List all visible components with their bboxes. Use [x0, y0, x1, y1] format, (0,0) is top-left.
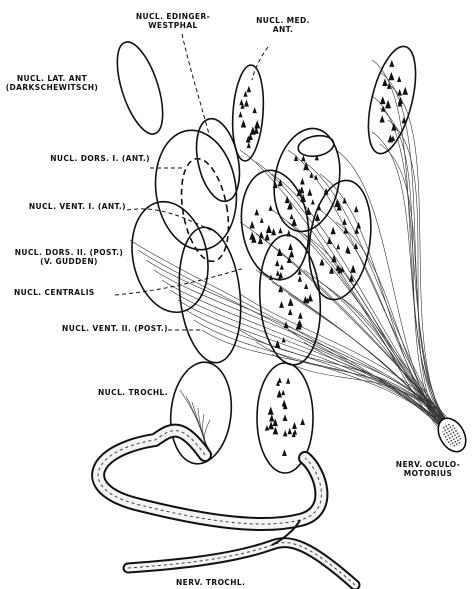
- nerve-cell: [381, 105, 385, 111]
- nerve-fibre: [178, 300, 450, 433]
- nerve-cell: [316, 204, 321, 211]
- nerve-cell: [278, 179, 283, 186]
- nerve-fibres: [130, 60, 454, 455]
- nerve-cell: [290, 214, 294, 220]
- label-nucl-trochl: NUCL. TROCHL.: [80, 388, 168, 397]
- nerve-cell: [283, 430, 288, 436]
- nerve-cell: [287, 428, 292, 434]
- label-nucl-dors-ii-post: NUCL. DORS. II. (POST.) (V. GUDDEN): [0, 248, 138, 266]
- nerve-cell: [402, 87, 408, 95]
- nerve-cell: [249, 221, 254, 229]
- label-nucl-vent-ii-post: NUCL. VENT. II. (POST.): [38, 324, 168, 333]
- nerve-cell: [330, 227, 335, 235]
- nerve-cell: [288, 298, 294, 306]
- nerve-cell: [292, 422, 297, 429]
- nerve-cell: [350, 265, 356, 273]
- nerve-cell: [327, 237, 332, 244]
- nerve-cell: [300, 418, 305, 425]
- nerve-cell: [252, 107, 256, 113]
- trochlear-nerve: [98, 431, 355, 585]
- nerve-cell: [286, 378, 290, 384]
- nerve-cell: [277, 248, 283, 256]
- nerve-cell: [275, 260, 279, 266]
- label-nerv-trochl: NERV. TROCHL.: [176, 578, 276, 587]
- nerve-cell: [278, 285, 283, 292]
- nerve-cell: [389, 60, 394, 67]
- nerve-cell: [307, 189, 312, 196]
- nerve-cell: [273, 426, 279, 434]
- nerve-cell: [279, 301, 284, 308]
- nerve-cell: [268, 406, 274, 414]
- nerve-fibre: [288, 150, 452, 431]
- nerve-cell: [265, 425, 269, 431]
- nerve-cell: [349, 274, 354, 281]
- label-nucl-edinger-westphal: NUCL. EDINGER- WESTPHAL: [118, 12, 228, 30]
- nerve-cell: [289, 250, 294, 257]
- nerve-cell: [266, 225, 272, 233]
- nerve-cell: [308, 294, 313, 302]
- nerve-cell: [254, 209, 259, 216]
- nerve-cell: [280, 264, 284, 270]
- nerve-cell: [278, 227, 282, 233]
- nucl-edinger-westphal-outline: [190, 115, 247, 205]
- nerve-fibre: [304, 342, 446, 433]
- nerve-cell: [288, 309, 293, 316]
- nerve-cell: [264, 233, 269, 240]
- nerve-cell: [286, 230, 291, 237]
- nerve-cell: [380, 115, 385, 122]
- nerve-cell: [247, 142, 251, 148]
- nucl-lat-ant-outline: [108, 37, 172, 139]
- nerve-cell: [273, 181, 278, 188]
- nerve-cell: [380, 96, 386, 104]
- nerve-cell: [244, 100, 249, 107]
- nerve-cell: [271, 228, 276, 235]
- label-nucl-lat-ant: NUCL. LAT. ANT (DARKSCHEWITSCH): [0, 74, 104, 92]
- nerve-fibre: [170, 290, 448, 431]
- nerve-cell: [259, 231, 264, 238]
- nerve-cell: [283, 414, 288, 421]
- nerve-cell: [277, 390, 282, 398]
- label-nerv-oculomotorius: NERV. OCULO- MOTORIUS: [384, 460, 472, 478]
- label-nucl-dors-i-ant: NUCL. DORS. I. (ANT.): [26, 154, 150, 163]
- label-nucl-med-ant: NUCL. MED. ANT.: [248, 16, 318, 34]
- nerve-cell: [254, 120, 260, 128]
- label-nucl-vent-i-ant: NUCL. VENT. I. (ANT.): [4, 202, 126, 211]
- nerve-cell: [304, 283, 308, 289]
- nerve-cell: [300, 178, 305, 185]
- nerve-cell: [309, 172, 313, 178]
- nerve-cell: [275, 340, 281, 348]
- nerve-cell: [385, 100, 391, 108]
- nerve-cell: [319, 258, 324, 265]
- nerve-cell: [397, 76, 401, 82]
- label-nucl-centralis: NUCL. CENTRALIS: [14, 288, 124, 297]
- nerve-cell: [288, 243, 293, 250]
- leader-lines: [115, 34, 268, 330]
- nerve-cell: [260, 217, 264, 223]
- nerve-cell: [342, 218, 347, 224]
- nerve-cell: [268, 205, 272, 211]
- nerve-cell: [298, 312, 303, 319]
- nerve-cell: [388, 72, 394, 80]
- nerve-cell: [282, 449, 287, 456]
- nerve-cell: [238, 111, 242, 117]
- nerve-cell: [269, 414, 274, 421]
- nerve-cell: [311, 199, 315, 204]
- nerve-fibre: [154, 270, 454, 427]
- nerve-cell: [276, 270, 280, 276]
- nerve-cell: [282, 337, 286, 343]
- nerve-cell: [278, 377, 282, 383]
- nerve-cell: [281, 390, 285, 396]
- nerve-cell: [354, 206, 359, 213]
- nerve-cell: [336, 244, 340, 250]
- nerve-cell: [397, 89, 402, 96]
- nerve-cell: [382, 78, 387, 86]
- nerve-cell: [303, 162, 309, 170]
- nerve-cell: [241, 120, 247, 128]
- lateral-cell-column-2: [302, 176, 378, 303]
- nerve-cell: [298, 276, 302, 282]
- nerve-cell: [247, 86, 252, 93]
